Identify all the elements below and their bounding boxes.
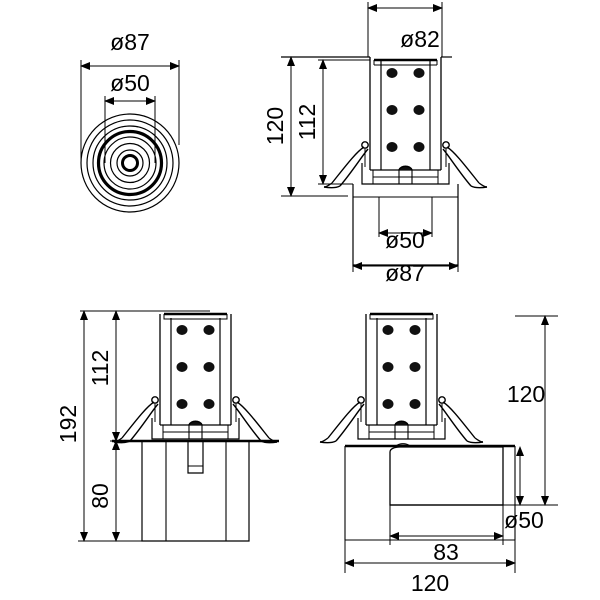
screw-dot bbox=[382, 325, 394, 335]
screw-dot bbox=[176, 399, 188, 409]
screw-dot bbox=[413, 105, 425, 115]
screw-dot bbox=[203, 362, 215, 372]
housing-inner-walls bbox=[380, 60, 431, 170]
dim-label-120-br: 120 bbox=[507, 381, 545, 407]
aperture-walls bbox=[378, 197, 433, 232]
bl-cap-detail bbox=[163, 314, 228, 320]
bl-gimbal-block bbox=[151, 418, 240, 440]
dim-label-d50-top: ø50 bbox=[385, 227, 425, 253]
dim-label-120-top: 120 bbox=[262, 107, 288, 145]
screw-dot bbox=[382, 399, 394, 409]
screw-dot bbox=[203, 399, 215, 409]
br-head-cylinder bbox=[389, 446, 504, 506]
br-head-pivot bbox=[395, 443, 411, 447]
bl-stem bbox=[187, 441, 204, 474]
br-ceiling-box-sides bbox=[344, 446, 516, 540]
outer-rim-circle bbox=[80, 113, 180, 213]
led-ring-circle bbox=[116, 149, 144, 177]
bl-center-knob bbox=[188, 420, 203, 426]
recessed-section-view bbox=[281, 2, 488, 272]
rim-circle-3 bbox=[92, 125, 168, 201]
dim-label-d87-top: ø87 bbox=[385, 260, 425, 286]
br-cap-detail bbox=[369, 314, 434, 320]
br-center-knob bbox=[394, 420, 409, 426]
screw-dot bbox=[409, 362, 421, 372]
dim-label-80: 80 bbox=[87, 483, 113, 509]
br-spring-clip-left bbox=[319, 396, 367, 444]
dim-label-112-bl: 112 bbox=[87, 350, 113, 387]
reflector-ring-circle bbox=[96, 129, 164, 197]
front-circular-view bbox=[80, 60, 180, 213]
housing-top-cap-sides bbox=[373, 60, 438, 65]
bl-spring-clip-right bbox=[230, 396, 278, 444]
br-knob-verts bbox=[394, 425, 409, 439]
spring-clip-right bbox=[440, 141, 488, 189]
bl-inner-walls bbox=[170, 318, 221, 425]
screw-dot bbox=[386, 142, 398, 152]
screw-dot bbox=[413, 68, 425, 78]
screw-dot bbox=[176, 362, 188, 372]
knob-verticals bbox=[398, 170, 413, 184]
dim-label-112-top: 112 bbox=[294, 104, 320, 141]
dim-label-192: 192 bbox=[55, 405, 81, 443]
screw-dot bbox=[203, 325, 215, 335]
dim-label-d50-front: ø50 bbox=[110, 70, 150, 96]
center-knob bbox=[398, 165, 413, 171]
br-inner-walls bbox=[376, 318, 427, 425]
screw-dot bbox=[386, 105, 398, 115]
dim-label-120-horizontal: 120 bbox=[411, 570, 449, 596]
screw-dot bbox=[382, 362, 394, 372]
bl-lower-cylinder bbox=[141, 441, 250, 542]
br-ext-120h bbox=[344, 540, 516, 573]
screw-dot bbox=[409, 325, 421, 335]
screw-dot bbox=[409, 399, 421, 409]
bl-knob-verts bbox=[188, 425, 203, 439]
reflector-circle-inner bbox=[103, 136, 157, 190]
screw-dot bbox=[413, 142, 425, 152]
gimbal-block bbox=[361, 163, 450, 185]
side-elevation-view bbox=[78, 310, 279, 542]
br-spring-clip-right bbox=[436, 396, 484, 444]
screw-dot bbox=[386, 68, 398, 78]
rotated-head-view bbox=[319, 312, 558, 573]
dim-label-83: 83 bbox=[433, 539, 459, 565]
br-gimbal-block bbox=[357, 418, 446, 440]
dim-label-d87-front: ø87 bbox=[110, 29, 150, 55]
led-center-circle bbox=[121, 154, 139, 172]
dim-label-d50-br: ø50 bbox=[504, 507, 544, 533]
lens-circle bbox=[109, 142, 151, 184]
dim-label-d82: ø82 bbox=[400, 26, 440, 52]
spring-clip-left bbox=[323, 141, 371, 189]
rim-circle-2 bbox=[86, 119, 174, 207]
bl-spring-clip-left bbox=[113, 396, 161, 444]
screw-dot bbox=[176, 325, 188, 335]
